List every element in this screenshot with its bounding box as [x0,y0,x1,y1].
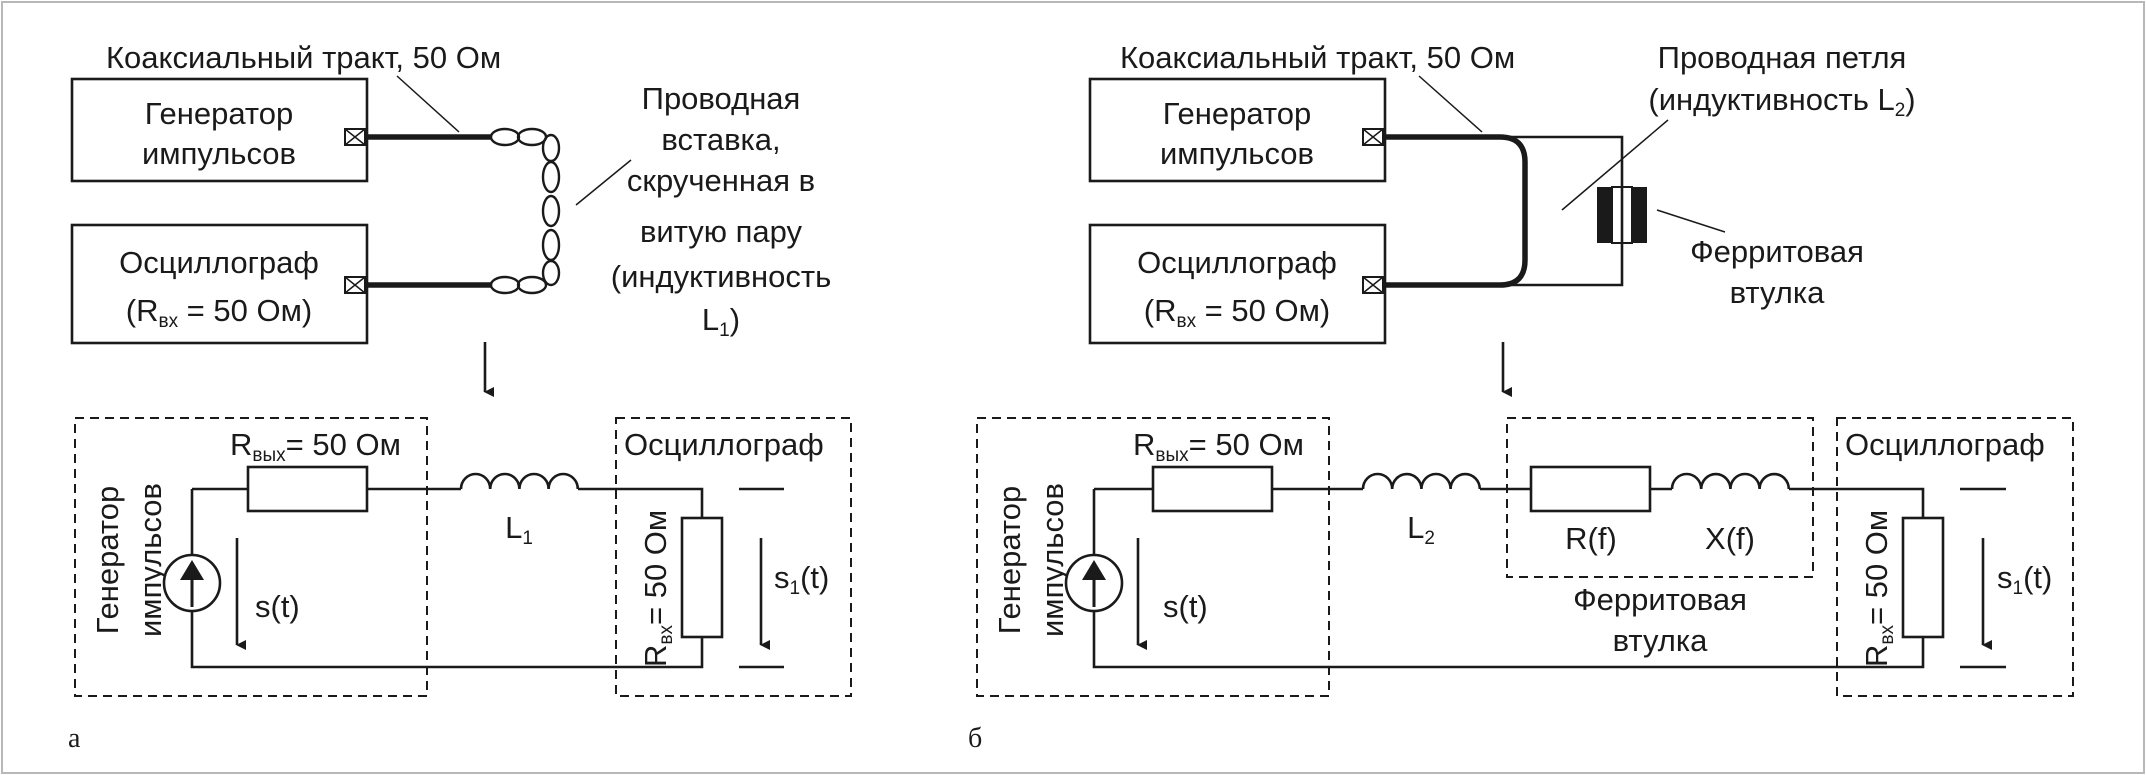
rin-label-b: Rвх= 50 Ом [1859,510,1898,667]
circuit-generator-b-label-line1: Генератор [992,486,1027,634]
circuit-oscilloscope-b-label: Осциллограф [1845,427,2045,462]
oscilloscope-connector-b-icon [1362,276,1384,294]
output-signal-label-b: s1(t) [1997,560,2052,599]
wire-l1-to-rin [578,487,704,518]
oscilloscope-box-title: Осциллограф [119,245,319,280]
rout-label-b: Rвых= 50 Ом [1133,427,1304,466]
oscilloscope-connector-icon [344,276,366,294]
panel-letter-b: б [968,723,982,754]
rin-resistor-b [1901,516,1945,639]
generator-box-line2: импульсов [142,136,296,171]
inductor-l1-icon [459,472,580,490]
generator-connector-b-icon [1362,128,1384,146]
oscilloscope-box-b [1088,223,1387,345]
loop-label-leader [1561,119,1669,211]
twisted-pair-icon [489,127,561,295]
current-source-icon [162,553,222,613]
ferrite-label-line1: Ферритовая [1690,234,1864,269]
rout-resistor [246,465,369,513]
circuit-generator-label-line1: Генератор [90,486,125,634]
oscilloscope-box-b-title: Осциллограф [1137,245,1337,280]
ferrite-dashed-group [1506,417,1814,578]
generator-box-line1: Генератор [145,96,293,131]
coax-label-b-leader [1418,75,1483,133]
coax-label: Коаксиальный тракт, 50 Ом [106,40,501,75]
svg-text:Проводная: Проводная [642,81,801,116]
svg-text:скрученная в: скрученная в [627,163,815,198]
svg-text:вставка,: вставка, [661,122,780,157]
panel-a: Генератор импульсов Осциллограф (Rвх = 5… [68,40,852,754]
circuit-ferrite-label-line1: Ферритовая [1573,582,1747,617]
current-source-b-icon [1064,553,1124,613]
oscilloscope-box-resistance: (Rвх = 50 Ом) [126,293,312,332]
output-signal-label: s1(t) [774,560,829,599]
twisted-pair-leader [575,159,632,206]
circuit-oscilloscope-label: Осциллограф [624,427,824,462]
oscilloscope-box [70,223,369,345]
generator-box-b-line1: Генератор [1163,96,1311,131]
svg-text:(индуктивность: (индуктивность [611,259,831,294]
coax-label-b: Коаксиальный тракт, 50 Ом [1120,40,1515,75]
ferrite-label-leader [1656,209,1726,233]
source-signal-label: s(t) [255,589,300,624]
circuit-generator-b-label-line2: импульсов [1035,483,1070,637]
generator-box [70,77,369,183]
ferrite-reactance-xf-icon [1670,472,1791,490]
oscilloscope-dashed-group-b [1836,417,2074,697]
generator-connector-icon [344,128,366,146]
twisted-pair-label: Проводная вставка, скрученная в витую па… [611,81,831,341]
coax-loop-thick [1383,134,1528,288]
panel-letter-a: а [68,723,81,754]
oscilloscope-dashed-group [615,417,852,697]
rin-label: Rвх= 50 Ом [638,510,677,667]
circuit-generator-label-line2: импульсов [133,483,168,637]
rout-resistor-b [1151,465,1274,513]
bottom-wire-b [1092,611,1925,669]
wire-xf-to-rin [1789,487,1925,518]
ferrite-resistance-rf [1529,465,1652,513]
panel-b: Генератор импульсов Осциллограф (Rвх = 5… [968,40,2074,754]
source-signal-label-b: s(t) [1163,589,1208,624]
ferrite-xf-label: X(f) [1705,521,1755,556]
loop-label-line2: (индуктивность L2) [1648,82,1915,121]
inductor-l1-label: L1 [505,510,533,549]
rin-resistor [680,516,724,639]
inductor-l2-label: L2 [1407,510,1435,549]
svg-text:витую пару: витую пару [640,214,803,249]
generator-box-b-line2: импульсов [1160,136,1314,171]
oscilloscope-box-b-resistance: (Rвх = 50 Ом) [1144,293,1330,332]
bottom-wire [190,611,704,669]
rout-label: Rвых= 50 Ом [230,427,401,466]
loop-label-line1: Проводная петля [1658,40,1907,75]
generator-box-b [1088,77,1387,183]
circuit-ferrite-label-line2: втулка [1613,623,1708,658]
svg-text:L1): L1) [702,302,740,341]
inductor-l2-icon [1361,472,1482,490]
ferrite-label-line2: втулка [1730,275,1825,310]
coax-label-leader [396,75,460,133]
ferrite-rf-label: R(f) [1565,521,1617,556]
ferrite-sleeve-icon [1597,186,1647,244]
